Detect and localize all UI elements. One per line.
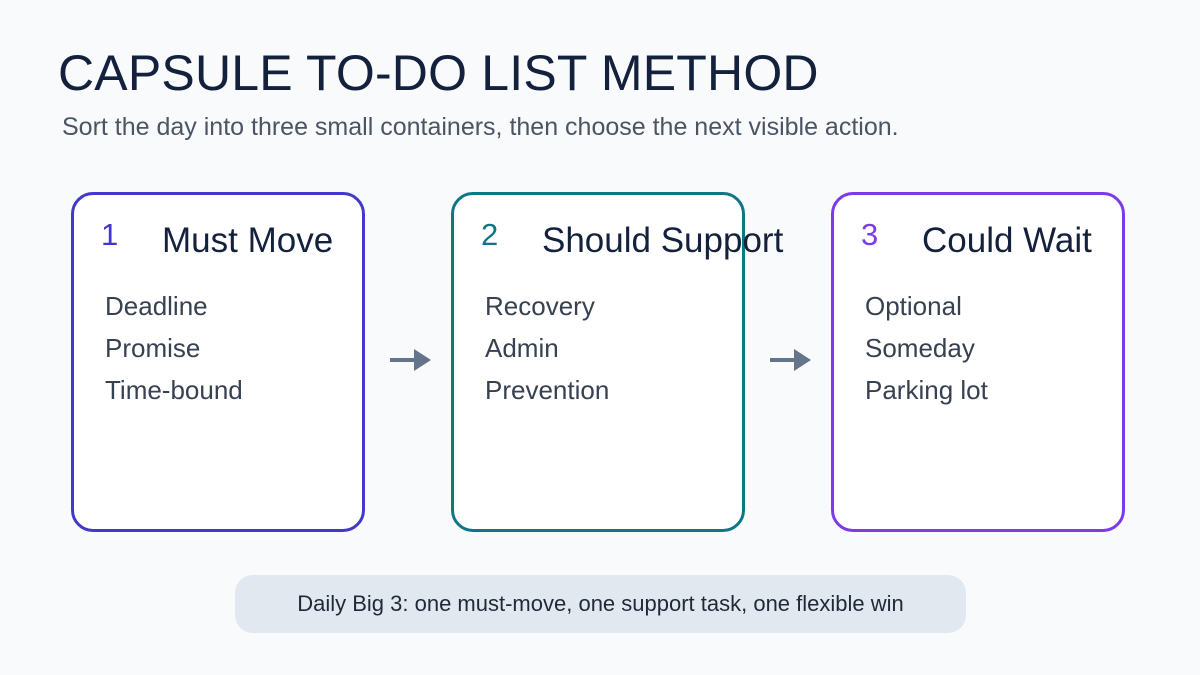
list-item: Promise <box>105 333 201 363</box>
capsule-card-could-wait: 3 Could Wait Optional Someday Parking lo… <box>831 192 1125 532</box>
capsule-number: 2 <box>481 217 499 252</box>
capsule-card-must-move: 1 Must Move Deadline Promise Time-bound <box>71 192 365 532</box>
list-item: Prevention <box>485 375 610 405</box>
capsule-card-should-support: 2 Should Support Recovery Admin Preventi… <box>451 192 783 532</box>
list-item: Optional <box>865 291 962 321</box>
page-title: CAPSULE TO-DO LIST METHOD <box>58 45 819 101</box>
capsule-item-list: Deadline Promise Time-bound <box>105 285 243 411</box>
list-item: Someday <box>865 333 975 363</box>
capsule-item-list: Recovery Admin Prevention <box>485 285 609 411</box>
arrow-right-icon <box>770 349 811 371</box>
capsule-number: 3 <box>861 217 879 252</box>
capsule-number: 1 <box>101 217 119 252</box>
capsule-title: Should Support <box>542 221 784 260</box>
capsule-item-list: Optional Someday Parking lot <box>865 285 988 411</box>
banner-text: Daily Big 3: one must-move, one support … <box>297 591 904 616</box>
list-item: Admin <box>485 333 559 363</box>
capsule-title: Must Move <box>162 221 334 260</box>
daily-big-3-banner: Daily Big 3: one must-move, one support … <box>235 575 966 633</box>
arrow-right-icon <box>390 349 431 371</box>
page-subtitle: Sort the day into three small containers… <box>62 113 899 141</box>
list-item: Parking lot <box>865 375 988 405</box>
capsule-title: Could Wait <box>922 221 1092 260</box>
list-item: Time-bound <box>105 375 243 405</box>
list-item: Deadline <box>105 291 208 321</box>
list-item: Recovery <box>485 291 595 321</box>
